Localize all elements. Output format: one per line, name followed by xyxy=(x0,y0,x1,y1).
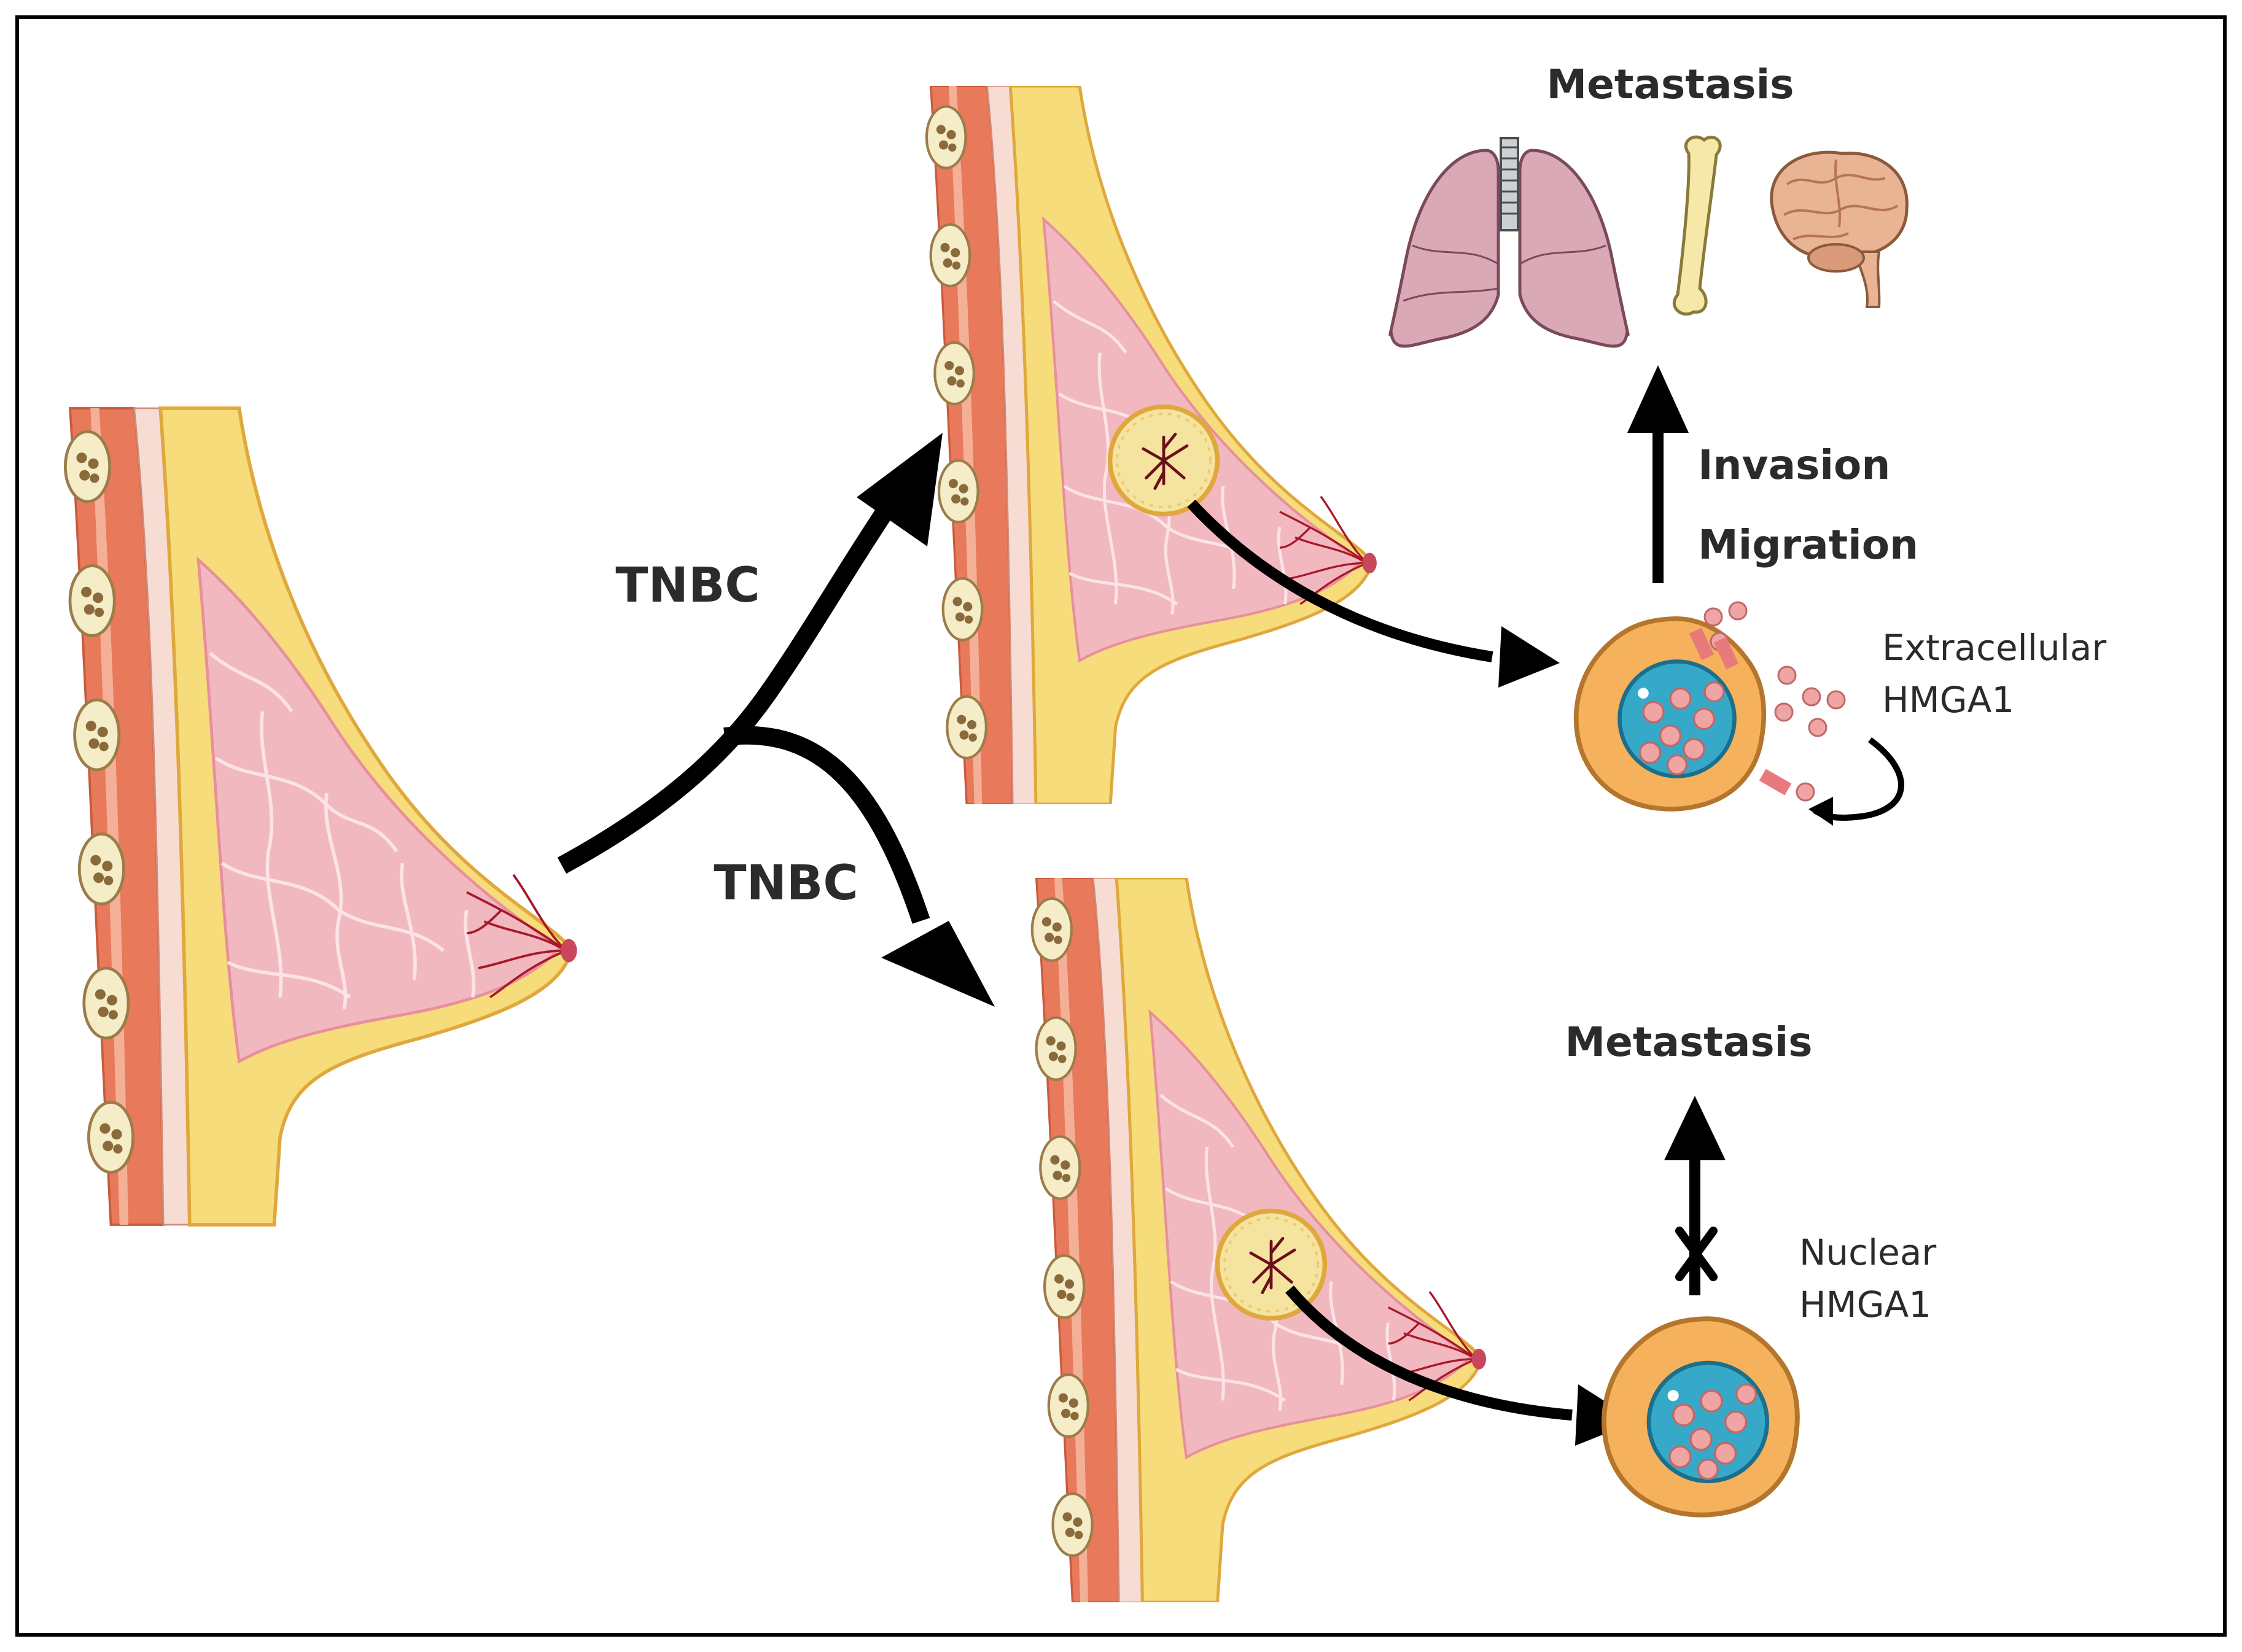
bone-icon xyxy=(1672,135,1722,316)
cancer-cell-extracellular-icon xyxy=(1576,619,1764,809)
tnbc-upper-label: TNBC xyxy=(615,558,760,613)
migration-label: Migration xyxy=(1698,521,1918,568)
tumor-upper-icon xyxy=(1110,407,1218,514)
hmga1-receptors xyxy=(1689,627,1792,796)
brain-icon xyxy=(1770,150,1909,308)
extracellular-label-line1: Extracellular xyxy=(1882,627,2106,669)
invasion-label: Invasion xyxy=(1698,441,1890,489)
nuclear-label-line1: Nuclear xyxy=(1799,1231,1936,1273)
arrow-down-head xyxy=(881,921,995,1007)
cancer-cell-nuclear-icon xyxy=(1604,1319,1797,1514)
branch-arrows xyxy=(557,498,930,924)
lungs-icon xyxy=(1388,137,1630,348)
tumor-cell-arrow-upper xyxy=(1187,499,1493,662)
invasion-arrowhead xyxy=(1627,365,1689,433)
metastasis-bottom-label: Metastasis xyxy=(1565,1018,1812,1066)
tumor-cell-arrow-lower xyxy=(1285,1286,1573,1421)
extracellular-label-line2: HMGA1 xyxy=(1882,679,2014,721)
blocked-arrowhead xyxy=(1664,1096,1726,1160)
extracellular-hmga1-particles xyxy=(1703,601,1846,802)
tumor-cell-arrowhead-upper xyxy=(1498,626,1560,688)
block-cross-icon xyxy=(1675,1227,1718,1281)
nuclear-label-line2: HMGA1 xyxy=(1799,1284,1931,1325)
arrow-up-head xyxy=(857,433,943,546)
autocrine-loop-arrowhead xyxy=(1808,797,1833,826)
metastasis-top-label: Metastasis xyxy=(1546,61,1794,108)
tnbc-lower-label: TNBC xyxy=(714,856,858,911)
